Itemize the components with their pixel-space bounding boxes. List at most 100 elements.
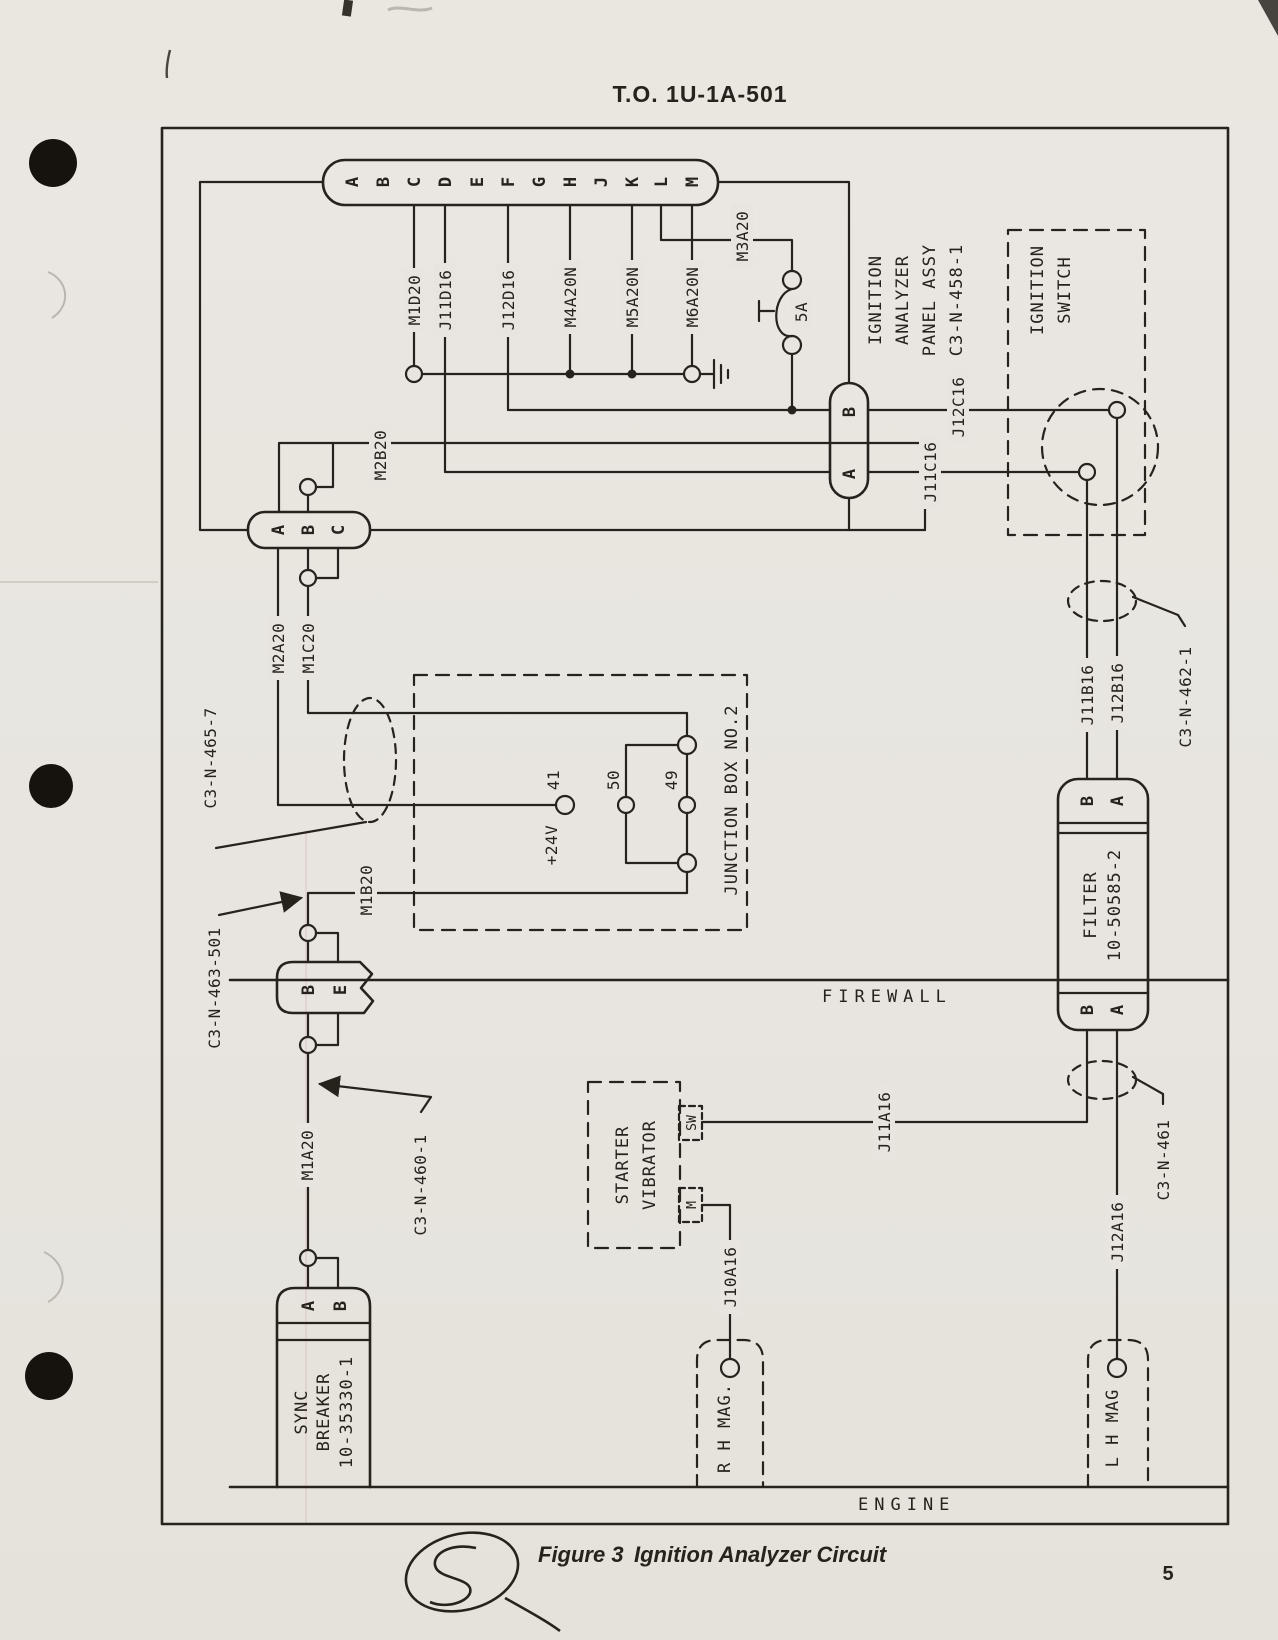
wire-strip-left-loop [198, 180, 325, 532]
firewall-label: FIREWALL [822, 987, 952, 1007]
punch-hole [25, 1352, 73, 1400]
wire-j11a16 [700, 1028, 1089, 1124]
strip-letter: D [436, 177, 456, 187]
punch-hole [29, 764, 73, 808]
junction-dot [787, 405, 797, 415]
splice-circle [298, 477, 318, 497]
ignition-switch-line: IGNITION [1028, 245, 1048, 335]
starter-vibrator-line: STARTER [613, 1126, 633, 1205]
splice-jog-bottom [306, 546, 340, 580]
pin-letter: A [1108, 796, 1128, 806]
fuse-tick [757, 299, 776, 323]
wire-m3a20 [659, 203, 794, 273]
strip-letter: C [405, 177, 425, 187]
pin-letter: B [840, 407, 860, 417]
filter-line: FILTER [1081, 871, 1101, 938]
fuse-5a [757, 269, 803, 415]
sw-terminal-box [677, 1104, 704, 1142]
pin-letter: E [331, 985, 351, 995]
strip-letter: G [530, 177, 550, 187]
pin-letter: C [329, 525, 349, 535]
page-number: 5 [1162, 1563, 1173, 1585]
leader-c3n4621 [1131, 595, 1187, 628]
wire-label-j11d16: J11D16 [436, 270, 455, 331]
lh-mag-terminal [1106, 1357, 1128, 1379]
strip-letter: M [683, 177, 703, 187]
edge-mark [341, 0, 354, 17]
wiring [198, 158, 1230, 1489]
rh-mag-outline [695, 1338, 765, 1489]
switch-terminal [1077, 462, 1097, 482]
wire-label-m2b20: M2B20 [371, 430, 390, 481]
junction-box-outline [412, 673, 749, 932]
lh-mag-outline [1086, 1338, 1150, 1489]
wire-label-m6a20n: M6A20N [683, 267, 702, 328]
connector-pin-letters: A B C B A B E B A B A A B [269, 407, 1128, 1311]
leader-c3n463501 [217, 891, 304, 917]
strip-letter: L [652, 177, 672, 187]
punch-hole [29, 139, 77, 187]
leader-c3n4601 [317, 1075, 433, 1114]
terminal-49-label: 49 [662, 770, 681, 790]
junction-dot [627, 369, 637, 379]
wire-label-m1d20: M1D20 [405, 275, 424, 326]
panel-assy-line: PANEL ASSY [920, 244, 940, 356]
wire-j11d16 [443, 203, 832, 474]
sw-terminal-label: SW [685, 1115, 700, 1131]
terminal-50-circle [616, 795, 636, 815]
pin-letter: B [331, 1301, 351, 1311]
wire-label-j11c16: J11C16 [921, 442, 940, 503]
wire-label-m4a20n: M4A20N [561, 267, 580, 328]
stray-mark [165, 49, 172, 79]
fuse-arc [775, 287, 794, 338]
pin-letter: B [1078, 1005, 1098, 1015]
handwritten-ellipse [404, 1531, 520, 1613]
strip-letter: H [561, 177, 581, 187]
voltage-label: +24V [542, 825, 561, 866]
splice-circle [676, 734, 698, 756]
wire-label-m3a20: M3A20 [733, 211, 752, 262]
connector-be [275, 960, 375, 1015]
splice-jog [306, 931, 340, 964]
terminal-41-circle [554, 794, 576, 816]
connector-panel-ba [828, 381, 870, 500]
figure-label: Figure 3 [538, 1542, 624, 1567]
strip-letter: B [374, 177, 394, 187]
wire-strip-right-run [716, 180, 851, 385]
wire-label-j11a16: J11A16 [875, 1092, 894, 1153]
cable-ref-c3n4621: C3-N-462-1 [1176, 646, 1195, 747]
cable-ref-c3n463501: C3-N-463-501 [205, 927, 224, 1049]
wire-m1c20-m1b20 [306, 584, 689, 927]
splice-circle [298, 1035, 318, 1055]
handwritten-s-stroke [429, 1545, 477, 1607]
splice-circle [298, 923, 318, 943]
leader-c3n461 [1131, 1075, 1165, 1106]
diagram-frame [160, 126, 1230, 1526]
pin-letter: A [1108, 1005, 1128, 1015]
terminal-50-label: 50 [604, 770, 623, 790]
ignition-switch-line: SWITCH [1055, 256, 1075, 323]
pin-letter: A [840, 469, 860, 479]
cable-marker [1066, 1059, 1138, 1101]
splice-circle [404, 364, 424, 384]
fuse-terminal [781, 269, 803, 291]
pencil-arc [47, 271, 67, 319]
ground-icon [698, 358, 730, 390]
wire-label-m2a20: M2A20 [269, 623, 288, 674]
m-terminal-label: M [685, 1201, 700, 1209]
junction-box-label: JUNCTION BOX NO.2 [722, 705, 742, 896]
panel-assy-line: ANALYZER [893, 255, 913, 345]
sync-breaker-line: BREAKER [314, 1373, 334, 1452]
filter-outline [1056, 777, 1150, 1032]
pin-letter: B [1078, 796, 1098, 806]
wire-j12d16 [506, 203, 832, 412]
wire-label-j12b16: J12B16 [1108, 663, 1127, 724]
terminal-circle [682, 364, 702, 384]
sync-breaker-dividers [275, 1321, 372, 1342]
wire-label-j10a16: J10A16 [721, 1247, 740, 1308]
splice-jog-top [306, 441, 335, 514]
sync-breaker-outline [275, 1286, 372, 1489]
component-labels: IGNITION ANALYZER PANEL ASSY C3-N-458-1 … [292, 244, 1125, 1473]
